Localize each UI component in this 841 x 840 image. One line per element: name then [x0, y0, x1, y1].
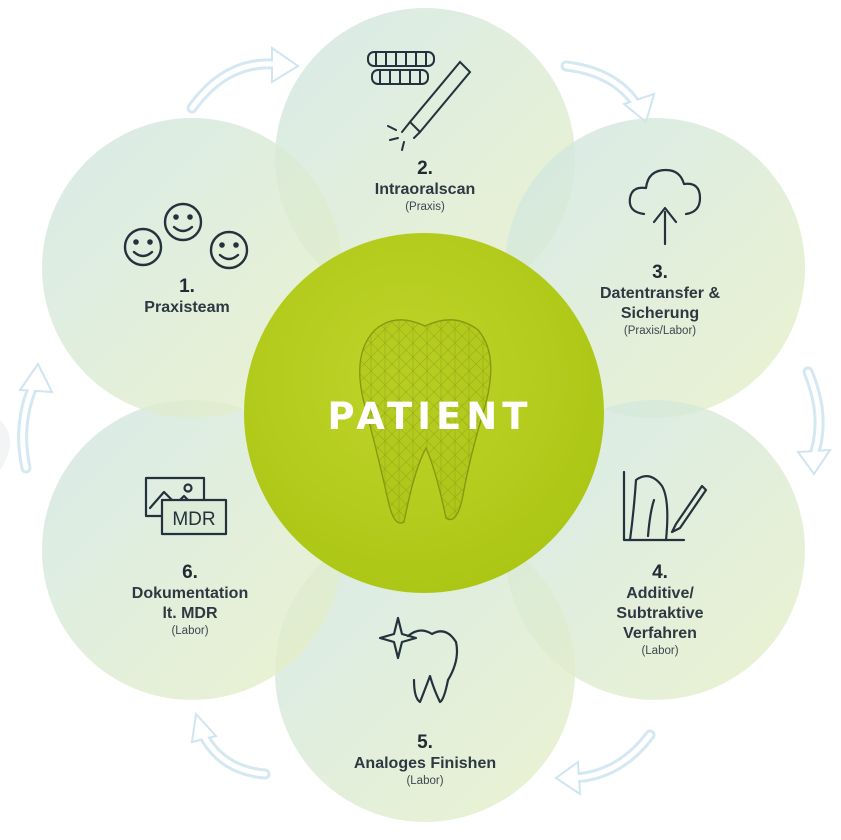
step-3-title-line-2: Sicherung [620, 305, 700, 322]
step-4-title-line-3: Verfahren [623, 625, 697, 642]
step-6-label: 6. Dokumentation lt. MDR (Labor) [105, 562, 275, 639]
step-3-sub: (Praxis/Labor) [623, 325, 697, 337]
step-5-sub: (Labor) [406, 775, 444, 787]
step-2-number: 2. [417, 158, 433, 179]
step-5-circle [275, 522, 575, 822]
step-2-circle [275, 8, 575, 308]
step-6-title-line-2: lt. MDR [162, 605, 218, 622]
step-2-sub: (Praxis) [405, 201, 445, 213]
smileys-icon [123, 202, 249, 270]
arrow-4-to-5 [569, 729, 656, 784]
sparkling-tooth-icon [378, 616, 459, 704]
step-2-label: 2. Intraoralscan (Praxis) [340, 158, 510, 215]
step-4-label: 4. Additive/ Subtraktive Verfahren (Labo… [585, 562, 735, 659]
step-5-title: Analoges Finishen [353, 755, 497, 772]
step-4-title-line-1: Additive/ [626, 585, 694, 602]
step-6-sub: (Labor) [171, 625, 209, 637]
step-1-title: Praxisteam [144, 299, 230, 316]
step-6-title-line-1: Dokumentation [131, 585, 249, 602]
step-4-number: 4. [652, 562, 668, 583]
background-swoosh [0, 420, 10, 470]
cloud-upload-icon [628, 168, 702, 246]
step-1-label: 1. Praxisteam [112, 276, 262, 318]
step-1-number: 1. [179, 276, 195, 297]
step-3-label: 3. Datentransfer & Sicherung (Praxis/Lab… [580, 262, 740, 339]
step-5-number: 5. [417, 732, 433, 753]
intraoral-scanner-icon [367, 51, 472, 151]
arrowhead-1 [271, 46, 300, 84]
step-3-number: 3. [652, 262, 668, 283]
patient-label: PATIENT [327, 395, 533, 438]
step-4-sub: (Labor) [641, 645, 679, 657]
mdr-icon-text: MDR [172, 509, 215, 530]
step-5-label: 5. Analoges Finishen (Labor) [320, 732, 530, 789]
mdr-document-icon: MDR [144, 476, 228, 536]
step-2-title: Intraoralscan [374, 181, 476, 198]
tooth-milling-icon [622, 470, 708, 542]
step-4-title-line-2: Subtraktive [616, 605, 704, 622]
wireframe-tooth-icon [359, 319, 492, 524]
step-6-number: 6. [182, 562, 198, 583]
step-3-title-line-1: Datentransfer & [599, 285, 721, 302]
